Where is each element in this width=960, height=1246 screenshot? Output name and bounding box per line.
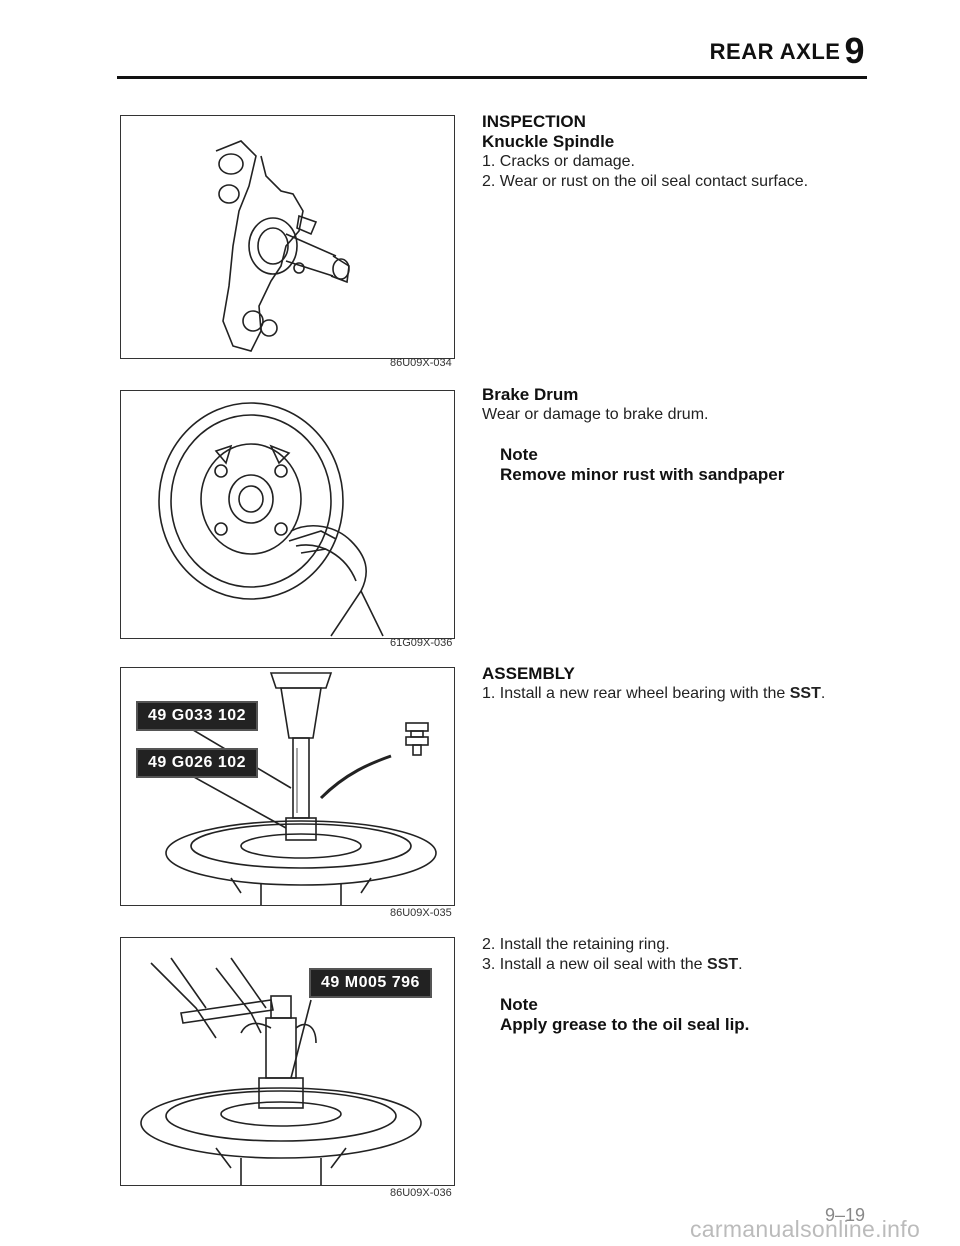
watermark: carmanualsonline.info: [690, 1216, 921, 1242]
figure-3-code: 86U09X-035: [390, 907, 452, 919]
figure-knuckle-spindle: 86U09X-034: [120, 115, 455, 359]
assembly-step-3: 3. Install a new oil seal with the SST.: [482, 955, 749, 975]
page-number: 9–19: [824, 1205, 865, 1225]
oil-seal-note: Note Apply grease to the oil seal lip.: [500, 995, 749, 1035]
assembly-step-1-text: 1. Install a new rear wheel bearing with…: [482, 685, 790, 702]
assembly-continued-section: 2. Install the retaining ring. 3. Instal…: [482, 935, 749, 1035]
sst-ref: SST: [789, 685, 821, 702]
brake-drum-note: Note Remove minor rust with sandpaper: [500, 445, 784, 485]
figure-1-code: 86U09X-034: [390, 357, 452, 369]
note-text: Remove minor rust with sandpaper: [500, 465, 785, 484]
inspection-item-2: 2. Wear or rust on the oil seal contact …: [482, 173, 809, 190]
assembly-step-1: 1. Install a new rear wheel bearing with…: [482, 684, 825, 704]
inspection-heading: INSPECTION: [482, 112, 586, 131]
assembly-step-2: 2. Install the retaining ring.: [482, 936, 670, 953]
knuckle-spindle-illustration: [215, 140, 350, 352]
assembly-step-3-text: 3. Install a new oil seal with the: [482, 956, 708, 973]
brake-drum-heading: Brake Drum: [482, 385, 579, 404]
assembly-section: ASSEMBLY 1. Install a new rear wheel bea…: [482, 664, 825, 704]
sst-tag-3: 49 M005 796: [309, 968, 432, 998]
sst-tag-1: 49 G033 102: [136, 701, 259, 731]
knuckle-spindle-heading: Knuckle Spindle: [482, 132, 615, 151]
note-label: Note: [500, 995, 538, 1014]
brake-drum-text: Wear or damage to brake drum.: [482, 406, 709, 423]
figure-bearing-install: 49 G033 102 49 G026 102: [120, 667, 455, 906]
section-number: 9: [844, 30, 865, 71]
brake-drum-section: Brake Drum Wear or damage to brake drum.…: [482, 385, 784, 485]
assembly-step-3-end: .: [738, 956, 743, 973]
assembly-step-1-end: .: [820, 685, 826, 702]
figure-2-code: 61G09X-036: [390, 637, 453, 649]
figure-4-code: 86U09X-036: [390, 1187, 452, 1199]
sst-tag-2: 49 G026 102: [136, 748, 259, 778]
note-label: Note: [500, 445, 538, 464]
header-title: REAR AXLE: [709, 39, 841, 64]
header-rule: [117, 76, 867, 79]
inspection-item-1: 1. Cracks or damage.: [482, 153, 635, 170]
assembly-heading: ASSEMBLY: [482, 664, 575, 683]
oil-seal-install-illustration: [140, 957, 422, 1185]
figure-oil-seal-install: 49 M005 796: [120, 937, 455, 1186]
sst-ref: SST: [707, 956, 739, 973]
figure-brake-drum: [120, 390, 455, 639]
note-text: Apply grease to the oil seal lip.: [500, 1015, 750, 1034]
inspection-section: INSPECTION Knuckle Spindle 1. Cracks or …: [482, 112, 808, 192]
brake-drum-illustration: [158, 402, 384, 637]
